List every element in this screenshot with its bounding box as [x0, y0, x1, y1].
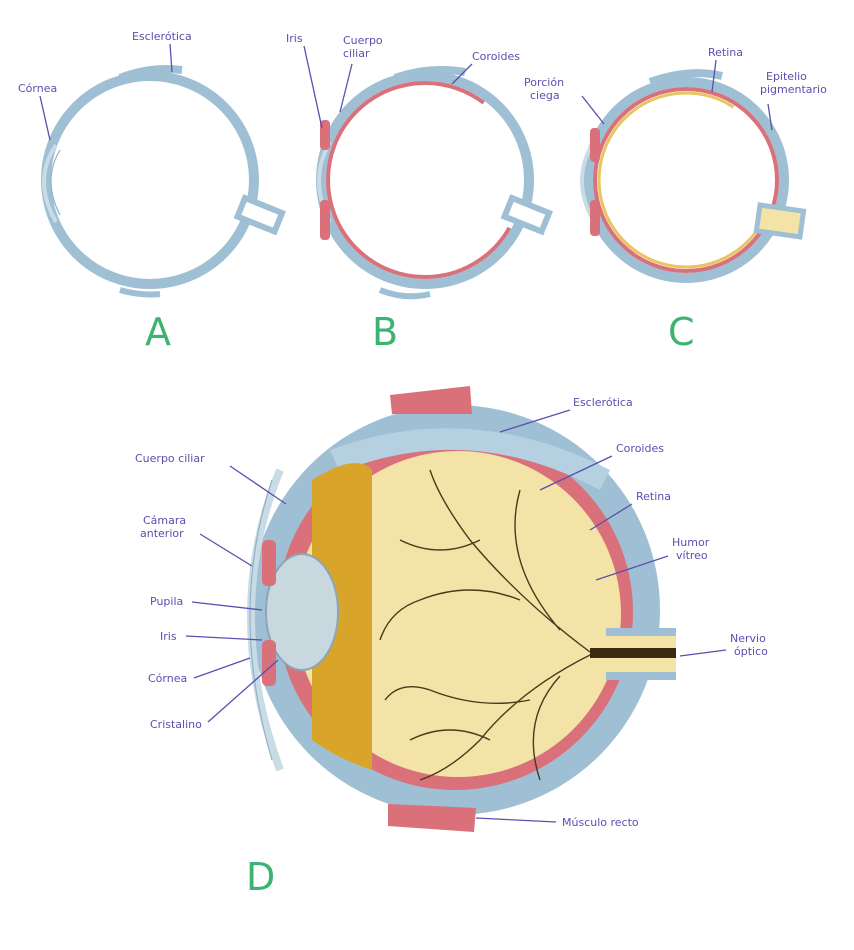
panel-a-muscle-bottom	[119, 287, 161, 298]
panel-b-label-cuerpo-ciliar-line2: ciliar	[343, 47, 370, 60]
panel-c: Retina Porción ciega Epitelio pigmentari…	[524, 46, 827, 354]
panel-d-label-camara-anterior-line1: Cámara	[143, 514, 186, 527]
panel-c-letter: C	[668, 310, 695, 354]
panel-a-optic-nerve	[233, 194, 286, 236]
panel-c-retina	[597, 91, 775, 269]
panel-b: Iris Cuerpo ciliar Coroides B	[286, 32, 553, 354]
panel-d-label-musculo-recto: Músculo recto	[562, 816, 639, 829]
panel-c-label-epitelio-pigmentario-line1: Epitelio	[766, 70, 807, 83]
panel-d-optic-nerve	[590, 628, 676, 680]
panel-d-iris-bottom	[262, 640, 276, 686]
panel-d-muscle-bottom	[388, 804, 476, 832]
panel-d-label-cornea: Córnea	[148, 672, 187, 685]
panel-c-choroid	[593, 87, 779, 273]
panel-d-muscle-top	[390, 386, 472, 414]
panel-c-label-epitelio-pigmentario-line2: pigmentario	[760, 83, 827, 96]
panel-d-label-humor-vitreo-line1: Humor	[672, 536, 710, 549]
panel-d: Esclerótica Coroides Retina Humor vítreo…	[135, 386, 769, 899]
panel-d-vitreous	[295, 451, 621, 777]
panel-d-label-camara-anterior: Cámara anterior	[140, 514, 190, 540]
panel-a-muscle-top	[118, 65, 183, 82]
panel-c-label-porcion-ciega: Porción ciega	[524, 76, 568, 102]
panel-d-cornea	[247, 468, 284, 772]
panel-c-label-porcion-ciega-line1: Porción	[524, 76, 564, 89]
panel-b-label-cuerpo-ciliar: Cuerpo ciliar	[343, 34, 386, 60]
panel-b-label-coroides: Coroides	[472, 50, 520, 63]
panel-d-label-cristalino: Cristalino	[150, 718, 202, 731]
panel-d-label-humor-vitreo: Humor vítreo	[672, 536, 713, 562]
panel-c-cornea	[580, 144, 594, 219]
panel-d-label-coroides: Coroides	[616, 442, 664, 455]
panel-a-sclera	[41, 71, 259, 289]
panel-d-ciliary-body	[312, 462, 372, 770]
panel-c-label-porcion-ciega-line2: ciega	[530, 89, 560, 102]
panel-b-sclera	[316, 71, 534, 289]
panel-a-label-esclerotica: Esclerótica	[132, 30, 192, 43]
panel-a-cornea	[42, 143, 58, 223]
panel-a-label-cornea: Córnea	[18, 82, 57, 95]
panel-d-letter: D	[246, 855, 275, 899]
panel-b-label-iris: Iris	[286, 32, 303, 45]
panel-a: Esclerótica Córnea A	[18, 30, 286, 354]
panel-c-label-retina: Retina	[708, 46, 743, 59]
panel-b-optic-nerve	[500, 194, 553, 236]
panel-d-label-retina: Retina	[636, 490, 671, 503]
panel-d-label-iris: Iris	[160, 630, 177, 643]
panel-b-label-cuerpo-ciliar-line1: Cuerpo	[343, 34, 383, 47]
panel-d-label-nervio-optico-line1: Nervio	[730, 632, 766, 645]
panel-c-optic-nerve	[753, 202, 807, 240]
panel-d-label-nervio-optico: Nervio óptico	[730, 632, 769, 658]
panel-d-label-humor-vitreo-line2: vítreo	[676, 549, 708, 562]
panel-d-label-esclerotica: Esclerótica	[573, 396, 633, 409]
panel-d-label-cuerpo-ciliar: Cuerpo ciliar	[135, 452, 205, 465]
panel-c-sclera	[583, 77, 789, 283]
panel-d-label-pupila: Pupila	[150, 595, 183, 608]
panel-d-label-nervio-optico-line2: óptico	[734, 645, 768, 658]
panel-d-iris-top	[262, 540, 276, 586]
panel-c-label-epitelio-pigmentario: Epitelio pigmentario	[760, 70, 827, 96]
panel-b-letter: B	[372, 310, 398, 354]
panel-a-letter: A	[145, 310, 171, 354]
panel-b-iris-bottom	[320, 200, 330, 240]
panel-d-label-camara-anterior-line2: anterior	[140, 527, 184, 540]
panel-d-retinal-vessels	[379, 469, 591, 781]
panel-b-choroid	[326, 81, 524, 279]
panel-d-lens	[265, 553, 339, 671]
